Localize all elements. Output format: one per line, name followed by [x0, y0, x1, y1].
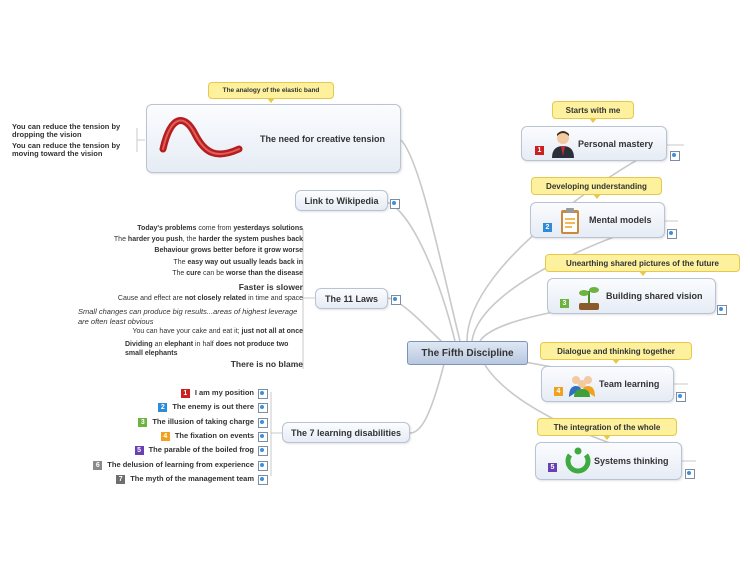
node-personal-mastery[interactable]: Personal mastery: [521, 126, 667, 161]
law-item: Behaviour grows better before it grow wo…: [154, 247, 303, 254]
callout-systems-thinking: The integration of the whole: [537, 418, 677, 440]
node-mental-models[interactable]: Mental models: [530, 202, 665, 238]
priority-5-icon: 5: [548, 463, 557, 472]
node-team-learning[interactable]: Team learning: [541, 366, 674, 402]
sprout-icon: [579, 287, 599, 310]
priority-4-icon: 4: [554, 387, 563, 396]
link-icon[interactable]: [390, 199, 400, 209]
law-item: The easy way out usually leads back in: [173, 259, 303, 266]
law-item: The harder you push, the harder the syst…: [113, 236, 303, 243]
note-moving-toward-vision: You can reduce the tension by moving tow…: [12, 141, 121, 158]
law-item: There is no blame: [230, 359, 303, 369]
note-icon[interactable]: [258, 474, 268, 485]
law-item: The cure can be worse than the disease: [172, 270, 303, 277]
law-item: Small changes can produce big results...…: [78, 307, 298, 326]
note-icon[interactable]: [670, 151, 680, 161]
image-icon[interactable]: [391, 295, 401, 305]
clipboard-icon: [561, 208, 579, 234]
node-11-laws[interactable]: The 11 Laws: [315, 288, 388, 309]
priority-2-icon: 2: [543, 223, 552, 232]
law-item: You can have your cake and eat it; just …: [132, 328, 303, 335]
priority-7-icon: 7: [116, 474, 126, 484]
note-icon[interactable]: [258, 403, 268, 414]
callout-personal-mastery: Starts with me: [552, 101, 634, 123]
note-dropping-vision: You can reduce the tension by dropping t…: [12, 122, 121, 139]
priority-5-icon: 5: [134, 446, 144, 456]
callout-mental-models: Developing understanding: [531, 177, 662, 199]
node-shared-vision[interactable]: Building shared vision: [547, 278, 716, 314]
cycle-icon: [565, 447, 591, 474]
node-wikipedia-link[interactable]: Link to Wikipedia: [295, 190, 388, 211]
law-item: Dividing an elephant in half does not pr…: [125, 341, 289, 357]
priority-1-icon: 1: [180, 389, 190, 398]
team-icon: [569, 376, 595, 397]
central-topic[interactable]: The Fifth Discipline: [407, 341, 528, 365]
law-item: Faster is slower: [238, 282, 303, 292]
law-item: Cause and effect are not closely related…: [117, 295, 303, 302]
priority-3-icon: 3: [138, 417, 148, 427]
priority-2-icon: 2: [158, 403, 168, 413]
businessman-icon: [552, 131, 574, 158]
node-creative-tension[interactable]: The need for creative tension: [146, 104, 401, 173]
note-icon[interactable]: [685, 469, 695, 479]
callout-team-learning: Dialogue and thinking together: [540, 342, 692, 364]
node-7-learning-disabilities[interactable]: The 7 learning disabilities: [282, 422, 410, 443]
priority-1-icon: 1: [535, 146, 544, 155]
label-mental-models: Mental models: [589, 215, 652, 225]
priority-4-icon: 4: [160, 431, 170, 441]
label-personal-mastery: Personal mastery: [578, 138, 654, 149]
law-item: Today's problems come from yesterdays so…: [137, 225, 303, 232]
label-team-learning: Team learning: [599, 379, 660, 389]
note-icon[interactable]: [258, 460, 268, 471]
elastic-band-icon: [159, 117, 243, 158]
callout-elastic-band: The analogy of the elastic band: [208, 82, 334, 103]
note-icon[interactable]: [258, 431, 268, 442]
label-systems-thinking: Systems thinking: [594, 456, 669, 466]
note-icon[interactable]: [676, 392, 686, 402]
node-systems-thinking[interactable]: Systems thinking: [535, 442, 682, 480]
note-icon[interactable]: [717, 305, 727, 315]
note-icon[interactable]: [258, 389, 268, 399]
note-icon[interactable]: [667, 229, 677, 239]
priority-6-icon: 6: [93, 460, 103, 470]
label-creative-tension: The need for creative tension: [260, 133, 386, 144]
label-shared-vision: Building shared vision: [606, 291, 703, 301]
priority-3-icon: 3: [560, 299, 569, 308]
note-icon[interactable]: [258, 446, 268, 457]
note-icon[interactable]: [258, 417, 268, 428]
callout-shared-vision: Unearthing shared pictures of the future: [545, 254, 740, 276]
